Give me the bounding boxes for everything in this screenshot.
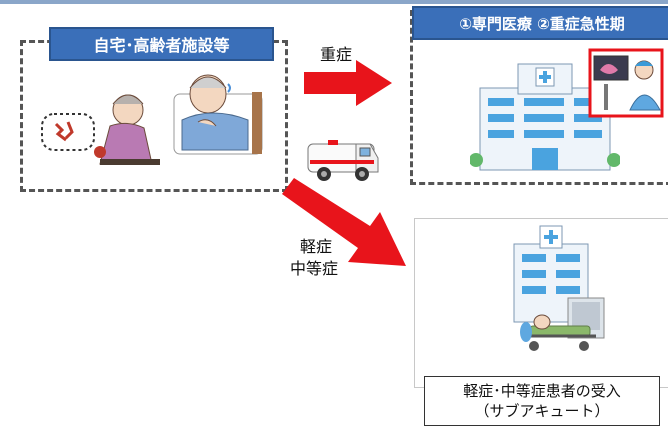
mild-arrow xyxy=(282,178,406,266)
home-facility-label: 自宅･高齢者施設等 xyxy=(49,27,274,61)
mild-arrow-label-2: 中等症 xyxy=(290,259,339,278)
outcome-line-2: （サブアキュート） xyxy=(474,402,610,420)
top-divider-line xyxy=(0,0,668,4)
patient-stretcher-icon xyxy=(520,297,605,351)
acute-hospital-label: ①専門医療 ②重症急性期 xyxy=(412,6,668,40)
elderly-woman-icon xyxy=(41,94,160,165)
sick-elderly-man-icon xyxy=(173,74,263,155)
doctor-monitor-icon xyxy=(588,48,664,118)
hospital-building-icon xyxy=(470,63,620,171)
mild-arrow-label-1: 軽症 xyxy=(300,237,333,256)
severe-arrow-label: 重症 xyxy=(320,45,353,64)
outcome-line-1: 軽症･中等症患者の受入 xyxy=(463,382,621,400)
severe-arrow xyxy=(304,60,392,106)
ambulance-icon xyxy=(307,140,379,181)
subacute-outcome-label: 軽症･中等症患者の受入 （サブアキュート） xyxy=(424,376,660,426)
